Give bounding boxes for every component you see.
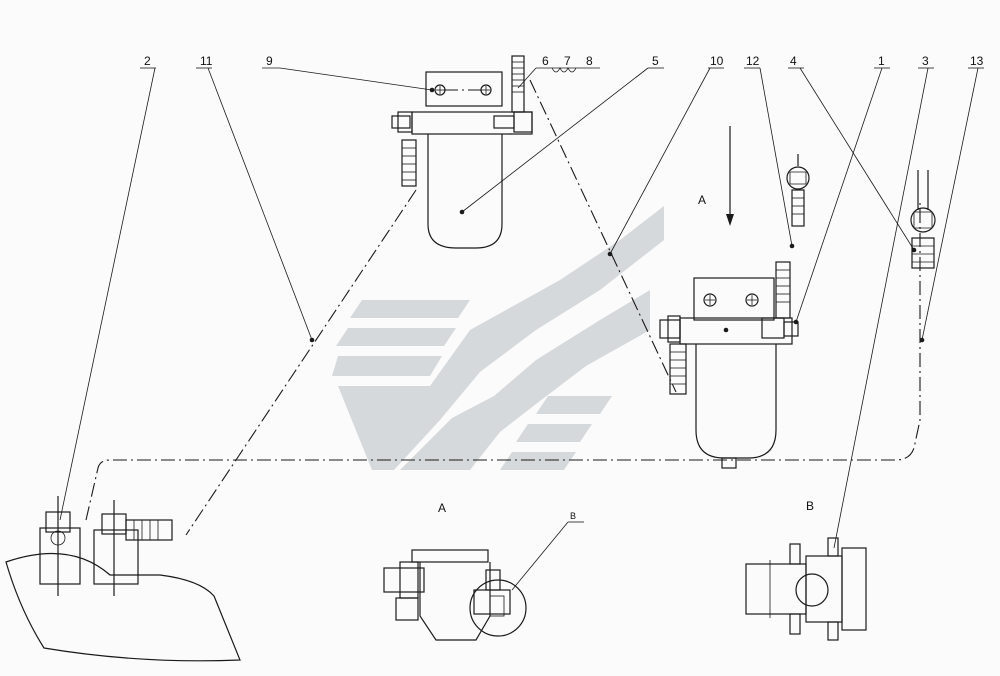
engine-block [5, 496, 241, 662]
view-b-drawing [745, 537, 867, 641]
view-a-label: A [438, 501, 446, 515]
hose-fitting-4 [910, 170, 936, 269]
callout-6: 6 [542, 54, 549, 68]
callout-9: 9 [266, 54, 273, 68]
view-labels: A A B B [438, 193, 814, 521]
callout-labels: 2 11 9 6 7 8 5 10 12 4 1 3 13 [144, 54, 984, 68]
right-filter-assembly [659, 261, 799, 469]
leader-lines [59, 67, 984, 591]
callout-12: 12 [746, 54, 760, 68]
callout-5: 5 [652, 54, 659, 68]
callout-11-left: 11 [200, 54, 213, 68]
callout-3: 3 [922, 54, 929, 68]
callout-1: 1 [878, 54, 885, 68]
callout-13: 13 [970, 54, 984, 68]
callout-10: 10 [710, 54, 724, 68]
view-direction-arrow [726, 126, 734, 226]
pipe-routes [85, 79, 921, 536]
detail-b-label: B [570, 511, 576, 521]
top-filter-assembly [391, 55, 533, 249]
arrow-a-label: A [698, 193, 706, 207]
callout-7: 7 [564, 54, 571, 68]
watermark-logo [332, 206, 664, 470]
callout-8: 8 [586, 54, 593, 68]
callout-dots [309, 87, 925, 343]
view-b-label: B [806, 499, 814, 513]
view-a-drawing [383, 549, 527, 641]
callout-2: 2 [144, 54, 151, 68]
hose-fitting-12 [786, 154, 810, 227]
callout-4: 4 [790, 54, 797, 68]
